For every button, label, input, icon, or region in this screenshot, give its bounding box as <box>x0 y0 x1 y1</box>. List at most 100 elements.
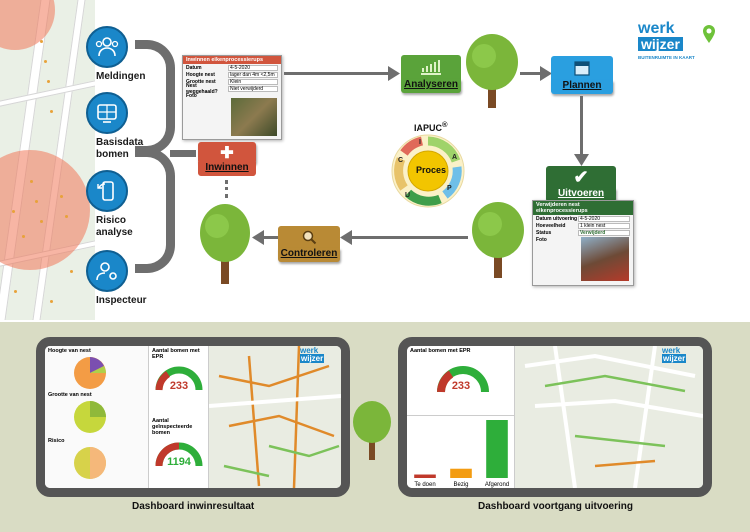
logo-line1: werk <box>300 346 319 355</box>
role-label: Risico analyse <box>96 215 133 238</box>
gauge-value: 233 <box>451 380 471 392</box>
card-key: Hoogte nest <box>186 71 215 78</box>
bar-bezig <box>450 468 472 478</box>
gauge-icon <box>437 366 489 393</box>
card-value: Klein <box>228 78 278 85</box>
dashboard-map <box>515 346 703 488</box>
map-pin-icon <box>703 25 715 43</box>
bar-afgerond <box>486 420 508 478</box>
card-key: Nest weggehaald? <box>186 82 218 95</box>
role-basisdata: Basisdata bomen <box>86 92 143 161</box>
arrow-head-icon <box>540 66 552 81</box>
monitor-left: Hoogte van nest Grootte van nest Risico … <box>36 337 350 497</box>
cycle-letter: A <box>452 154 458 161</box>
card-key: Foto <box>186 92 197 99</box>
panel-title: Grootte van nest <box>48 392 92 398</box>
card-row: Foto <box>183 92 281 99</box>
cycle-letter: I <box>419 139 421 146</box>
gauge-icon <box>155 366 203 391</box>
tree-icon <box>353 401 391 460</box>
bar-label: Afgerond <box>485 482 509 488</box>
role-label: Basisdata bomen <box>96 137 144 160</box>
arrow-to-analyseren <box>284 72 392 75</box>
arrow-to-plannen <box>520 72 544 75</box>
card-header: Verwijderen nest eikenprocessierups <box>533 201 633 215</box>
step-label: Plannen <box>551 80 613 94</box>
panel-title: Risico <box>48 438 65 444</box>
card-value: lager dan 4m <2,5m <box>228 71 278 78</box>
arrow-to-uitvoeren <box>580 96 583 158</box>
gauge-value: 1194 <box>167 456 191 468</box>
arrow-to-controleren <box>352 236 468 239</box>
gauge-title: Aantal bomen met EPR <box>410 348 471 354</box>
card-key: Grootte nest <box>186 78 216 85</box>
pie-chart-icon <box>74 401 106 433</box>
logo-line2: wijzer <box>638 37 683 51</box>
dashboard-right-title: Dashboard voortgang uitvoering <box>478 501 634 512</box>
pie-chart-icon <box>74 357 106 389</box>
gauge-icon <box>155 442 203 467</box>
magnifier-icon <box>278 226 340 248</box>
arrow-head-icon <box>340 230 352 245</box>
role-inspecteur: Inspecteur <box>86 250 147 307</box>
cycle-letter: C <box>398 157 404 164</box>
logo-line1: werk <box>638 20 675 37</box>
arrow-head-icon <box>574 154 589 166</box>
step-plannen[interactable]: Plannen <box>551 56 613 94</box>
card-row: Nest weggehaald? Niet verwijderd <box>183 82 281 95</box>
iapuc-cycle <box>391 134 465 208</box>
card-row: Datum 4-5-2020 <box>183 64 281 71</box>
role-label: Meldingen <box>96 71 146 82</box>
logo-line2: wijzer <box>662 354 687 363</box>
card-row: Foto <box>533 236 633 243</box>
step-label: Analyseren <box>401 79 461 93</box>
step-analyseren[interactable]: Analyseren <box>401 55 461 93</box>
pie-panels: Hoogte van nest Grootte van nest Risico <box>45 346 149 488</box>
step-controleren[interactable]: Controleren <box>278 226 340 262</box>
dashboard-map <box>209 346 341 488</box>
card-key: Datum uitvoering <box>536 215 578 222</box>
step-label: Inwinnen <box>198 162 256 176</box>
chart-icon <box>401 55 461 79</box>
cycle-title: IAPUC® <box>414 120 448 133</box>
card-row: Status Verwijderd <box>533 229 633 236</box>
role-label: Inspecteur <box>96 295 147 306</box>
step-inwinnen[interactable]: ✚ Inwinnen <box>198 142 256 176</box>
arrow-to-inwinnen <box>225 180 228 198</box>
dashboard-left-title: Dashboard inwinresultaat <box>132 501 255 512</box>
card-value: 4-5-2020 <box>578 215 630 222</box>
arrow-head-icon <box>388 66 400 81</box>
gauge-panels: Aantal bomen met EPR 233 Aantal geïnspec… <box>149 346 209 488</box>
role-risico: Risico analyse <box>86 170 133 239</box>
card-value: 1 klein nest <box>578 222 630 229</box>
card-value: Verwijderd <box>578 229 630 236</box>
bar-label: Te doen <box>414 482 435 488</box>
people-icon <box>86 26 128 68</box>
werkwijzer-logo: werk wijzer BUITENRUIMTE IN KAART <box>638 20 695 60</box>
checkmark-icon: ✔ <box>546 166 616 188</box>
cycle-center: Proces <box>416 165 447 175</box>
logo-tagline: BUITENRUIMTE IN KAART <box>638 55 695 60</box>
arrow-head-icon <box>252 230 264 245</box>
tree-icon <box>200 204 250 284</box>
card-key: Hoeveelheid <box>536 222 566 229</box>
card-value: Niet verwijderd <box>228 85 278 92</box>
gauge-value: 233 <box>169 380 189 392</box>
arrow-to-tree <box>262 236 278 239</box>
card-row: Hoeveelheid 1 klein nest <box>533 222 633 229</box>
gauge-title: Aantal bomen met EPR <box>152 348 200 360</box>
card-key: Status <box>536 229 552 236</box>
cycle-letter: P <box>447 185 452 192</box>
role-meldingen: Meldingen <box>86 26 145 83</box>
card-value: 4-5-2020 <box>228 64 278 71</box>
gauge-panel: Aantal bomen met EPR 233 <box>407 346 515 416</box>
tree-icon <box>466 34 518 108</box>
caterpillar-photo <box>231 98 277 136</box>
step-uitvoeren[interactable]: ✔ Uitvoeren <box>546 166 616 202</box>
card-key: Datum <box>186 64 202 71</box>
